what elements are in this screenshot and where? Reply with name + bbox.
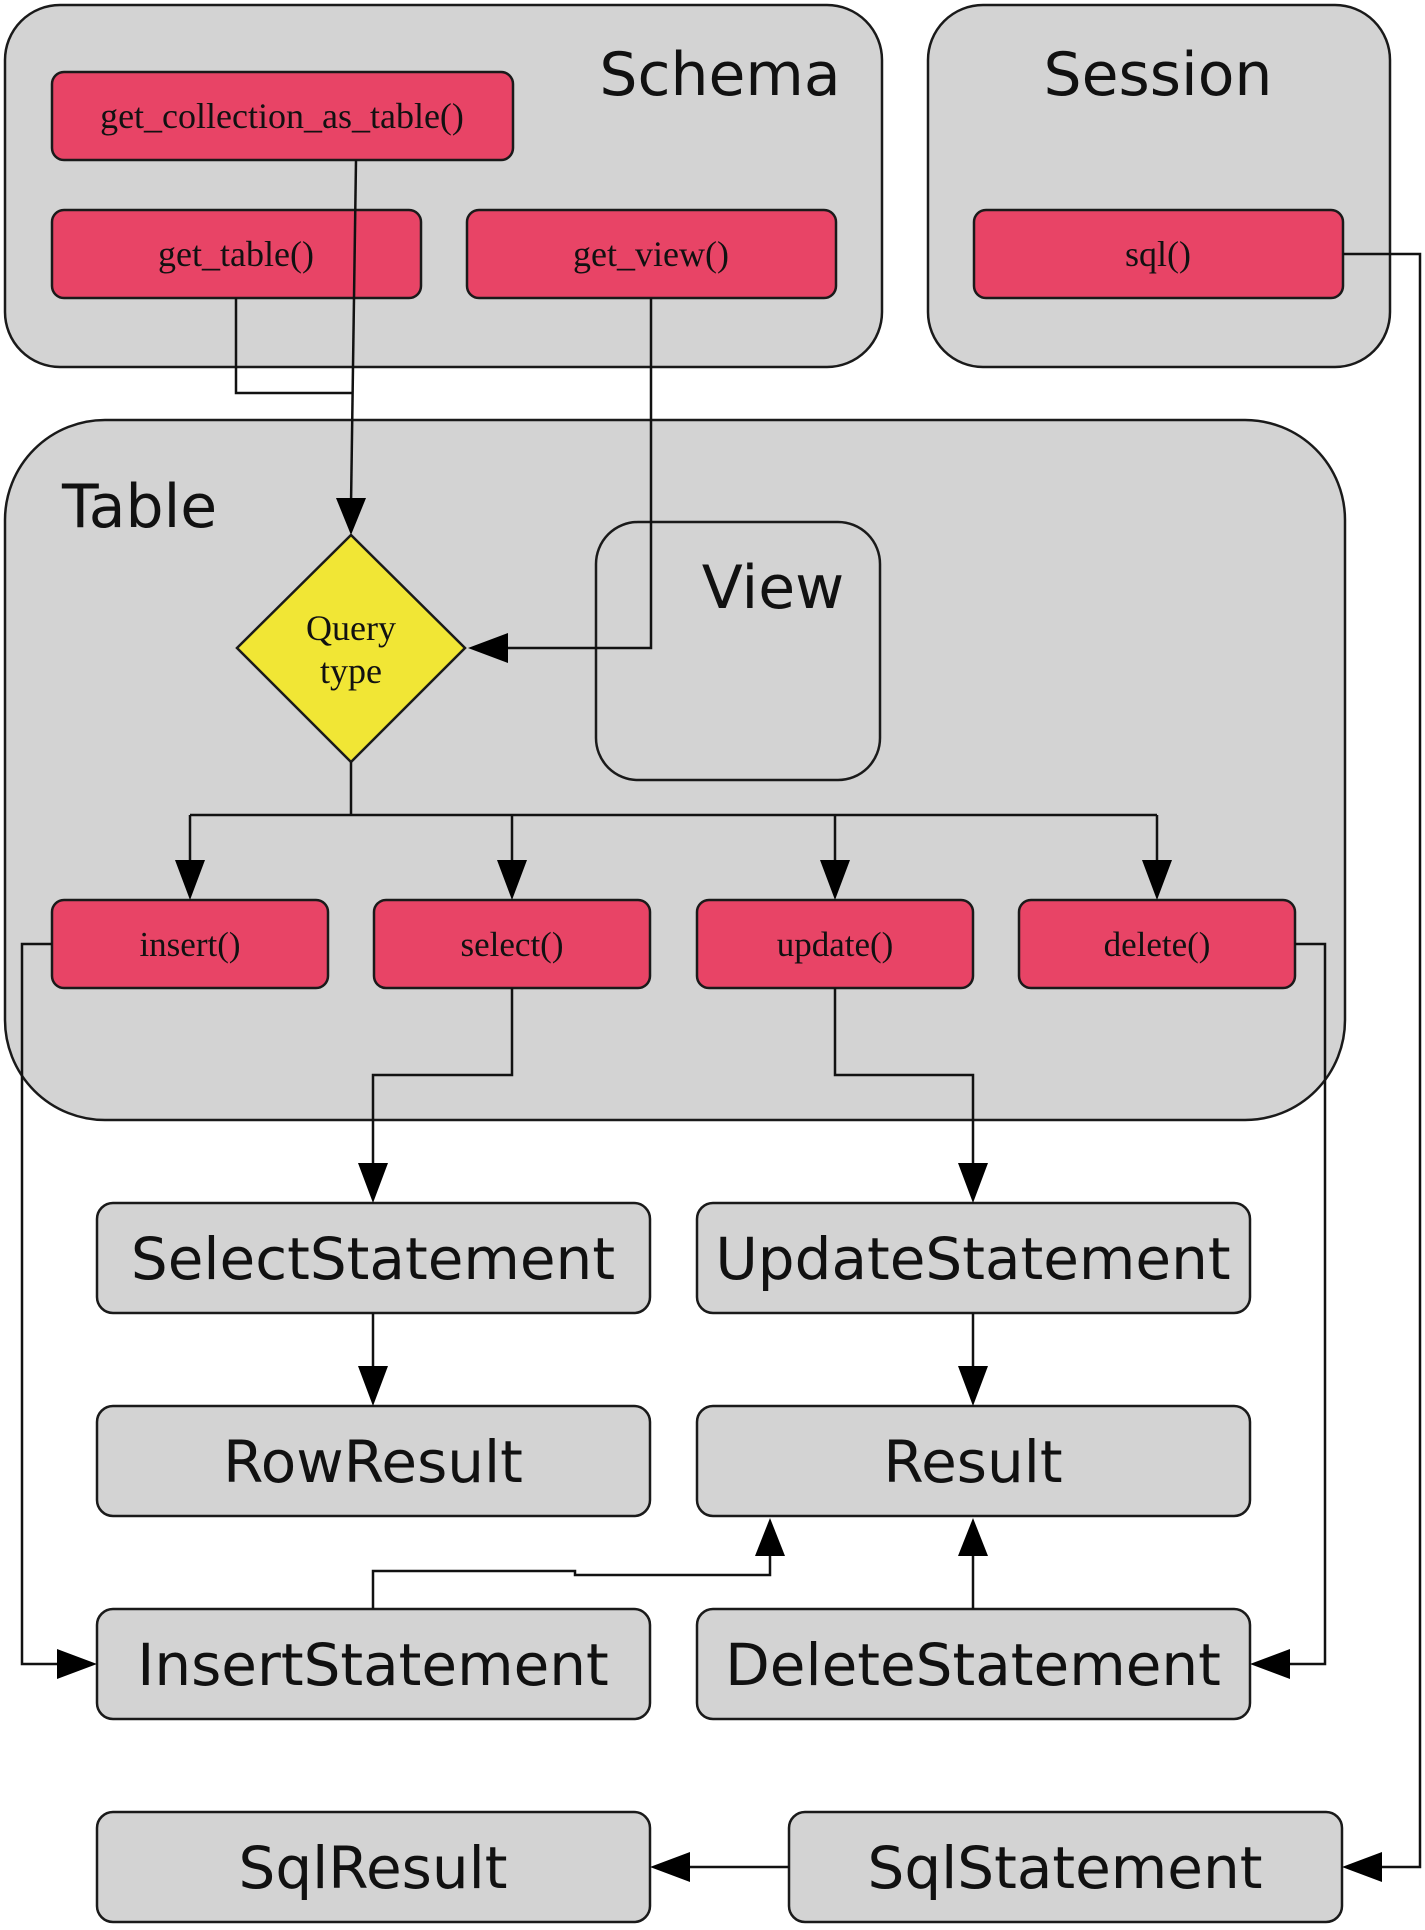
connector-select-to-select-statement bbox=[371, 988, 514, 1163]
schema-title: Schema bbox=[599, 40, 840, 110]
delete-label: delete() bbox=[1104, 925, 1211, 964]
table-title: Table bbox=[61, 472, 217, 542]
select-statement-label: SelectStatement bbox=[131, 1225, 615, 1293]
connector-get-table-to-query bbox=[234, 298, 353, 395]
update-statement-label: UpdateStatement bbox=[715, 1225, 1230, 1293]
arrow-view-into-query bbox=[468, 633, 508, 663]
get-collection-as-table-method-box bbox=[50, 70, 515, 162]
row-result-box bbox=[95, 1404, 652, 1518]
select-label: select() bbox=[461, 925, 564, 964]
arrow-to-delete bbox=[1142, 860, 1172, 900]
connector-get-collection-to-query bbox=[349, 159, 358, 506]
sql-statement-label: SqlStatement bbox=[868, 1834, 1263, 1902]
get-collection-as-table-label: get_collection_as_table() bbox=[100, 96, 464, 136]
connector-insert-statement-to-result bbox=[371, 1554, 772, 1609]
connector-get-view-to-query bbox=[508, 298, 653, 650]
sql-result-label: SqlResult bbox=[239, 1834, 508, 1902]
connector-query-branch bbox=[188, 762, 1159, 863]
connector-insert-to-insert-statement bbox=[20, 942, 57, 1666]
insert-label: insert() bbox=[139, 925, 240, 964]
delete-statement-label: DeleteStatement bbox=[725, 1631, 1221, 1699]
result-label: Result bbox=[883, 1428, 1062, 1496]
sql-label: sql() bbox=[1125, 234, 1191, 274]
arrow-insert-to-result bbox=[755, 1518, 785, 1556]
get-table-label: get_table() bbox=[158, 234, 314, 274]
arrow-update-to-result bbox=[958, 1366, 988, 1406]
arrow-to-sql-result bbox=[650, 1852, 690, 1882]
arrow-to-select bbox=[497, 860, 527, 900]
arrow-into-query-type bbox=[336, 498, 366, 535]
connector-delete-to-delete-statement bbox=[1290, 942, 1327, 1666]
update-label: update() bbox=[777, 925, 894, 964]
arrow-to-delete-statement bbox=[1250, 1649, 1290, 1679]
session-title: Session bbox=[1044, 40, 1273, 110]
query-type-line2: type bbox=[320, 651, 382, 691]
arrow-delete-to-result bbox=[958, 1518, 988, 1556]
query-type-line1: Query bbox=[306, 608, 396, 648]
view-title: View bbox=[702, 553, 844, 623]
arrow-to-insert bbox=[175, 860, 205, 900]
insert-statement-label: InsertStatement bbox=[137, 1631, 609, 1699]
result-box bbox=[695, 1404, 1252, 1518]
arrow-to-select-statement bbox=[358, 1163, 388, 1203]
view-container bbox=[594, 520, 882, 782]
arrow-to-sql-statement bbox=[1342, 1852, 1382, 1882]
row-result-label: RowResult bbox=[223, 1428, 523, 1496]
arrow-to-update bbox=[820, 860, 850, 900]
arrow-to-row-result bbox=[358, 1366, 388, 1406]
get-view-label: get_view() bbox=[573, 234, 729, 274]
connector-update-to-update-statement bbox=[833, 988, 975, 1163]
arrow-to-insert-statement bbox=[57, 1649, 97, 1679]
arrow-to-update-statement bbox=[958, 1163, 988, 1203]
connector-sql-to-sql-statement bbox=[1343, 252, 1422, 1869]
